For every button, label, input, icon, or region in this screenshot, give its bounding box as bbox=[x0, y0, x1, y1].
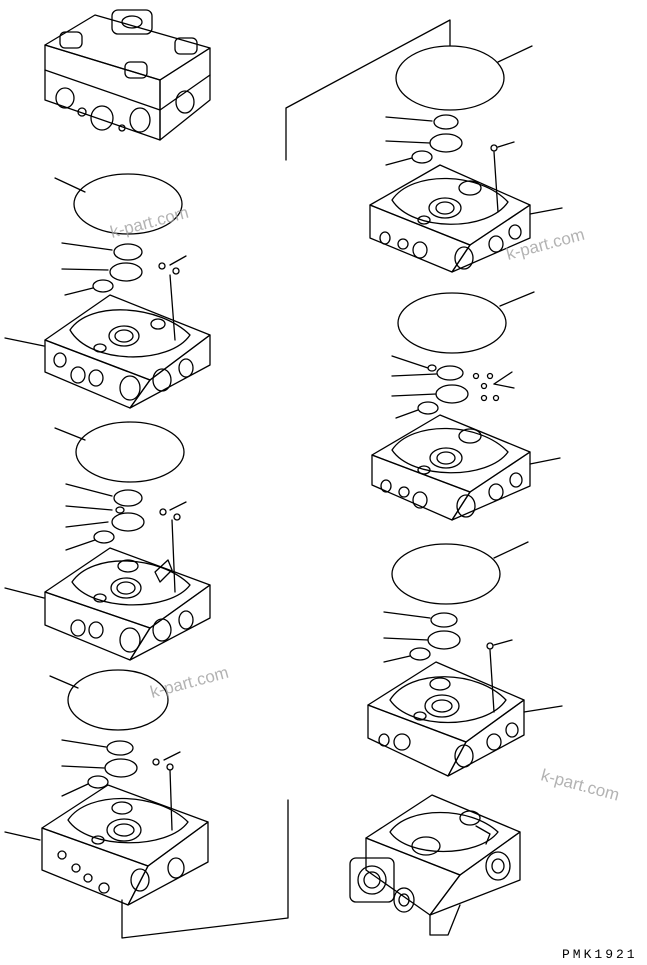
watermark-text: k-part.com bbox=[539, 766, 621, 805]
valve-section-left-2 bbox=[5, 520, 210, 660]
assembly-bracket-bottom bbox=[122, 800, 288, 938]
watermark-text: k-part.com bbox=[108, 203, 190, 242]
top-cover-block bbox=[45, 10, 210, 140]
seal-plate-right-1 bbox=[386, 46, 532, 165]
seal-plate-right-3 bbox=[384, 542, 528, 662]
valve-section-right-1 bbox=[370, 152, 562, 272]
end-block bbox=[350, 795, 520, 935]
seal-plate-left-2 bbox=[55, 422, 186, 550]
assembly-bracket-top bbox=[286, 20, 450, 160]
watermark-text: k-part.com bbox=[148, 663, 230, 702]
valve-section-left-3 bbox=[5, 770, 208, 905]
valve-section-right-2 bbox=[372, 415, 560, 520]
valve-section-right-3 bbox=[368, 650, 562, 776]
seal-plate-right-2 bbox=[392, 292, 534, 418]
seal-plate-left-1 bbox=[55, 174, 186, 295]
valve-section-left-1 bbox=[5, 275, 210, 408]
drawing-code: PMK1921 bbox=[562, 947, 638, 962]
seal-plate-left-3 bbox=[50, 670, 180, 796]
watermark-text: k-part.com bbox=[504, 225, 586, 264]
